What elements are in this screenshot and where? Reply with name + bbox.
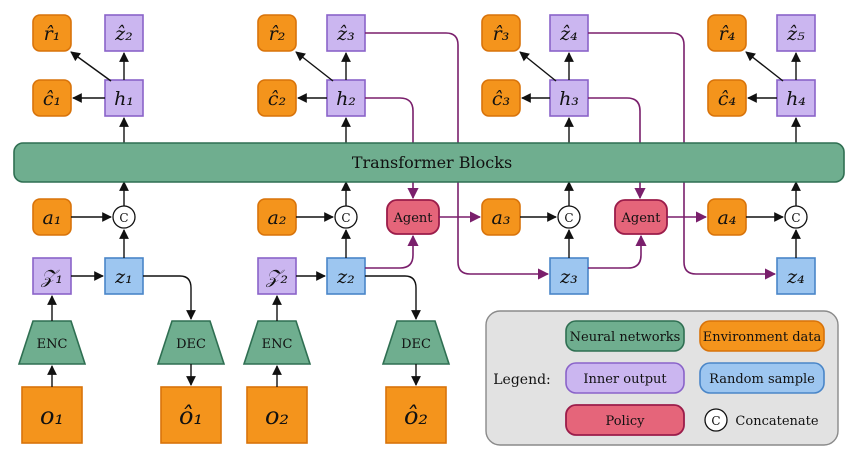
hidden-1-label: h₁ <box>114 88 134 110</box>
continue-pred-4 <box>707 79 747 117</box>
step-1: r̂₁ ẑ₂ ĉ₁ h₁ a₁ C 𝒵₁ z₁ ENC DEC o₁ ô₁ <box>17 14 226 444</box>
decoder-2-label: DEC <box>401 337 431 352</box>
latent-pred-4 <box>549 14 589 52</box>
reward-pred-4-label: r̂₄ <box>719 23 736 45</box>
observation-2 <box>246 386 308 444</box>
encoder-2-label: ENC <box>262 337 293 352</box>
hidden-4-label: h₄ <box>786 88 806 110</box>
legend-policy-label: Policy <box>606 414 646 429</box>
reward-pred-3 <box>481 14 521 52</box>
latent-pred-2-label: ẑ₂ <box>114 23 133 45</box>
latent-pred-5-label: ẑ₅ <box>786 23 805 45</box>
reward-pred-4 <box>707 14 747 52</box>
legend-inner-label: Inner output <box>583 372 667 387</box>
distribution-2-label: 𝒵₂ <box>265 266 288 288</box>
hidden-3-label: h₃ <box>559 88 579 110</box>
distribution-1-label: 𝒵₁ <box>40 266 63 288</box>
latent-pred-3 <box>326 14 366 52</box>
reconstruction-1-label: ô₁ <box>179 402 203 430</box>
reconstruction-2 <box>385 386 447 444</box>
legend-concat-label: Concatenate <box>735 414 818 429</box>
observation-2-label: o₂ <box>265 402 289 430</box>
step-4: r̂₄ ẑ₅ ĉ₄ h₄ a₄ C z₄ <box>707 14 816 295</box>
latent-1-label: z₁ <box>114 266 133 288</box>
legend-random-label: Random sample <box>709 372 815 387</box>
latent-pred-4-label: ẑ₄ <box>559 23 578 45</box>
continue-pred-2 <box>257 79 297 117</box>
transformer-label: Transformer Blocks <box>352 153 512 172</box>
legend-random-swatch <box>699 362 825 394</box>
step-2: r̂₂ ẑ₃ ĉ₂ h₂ a₂ C 𝒵₂ z₂ ENC DEC o₂ ô₂ <box>242 14 451 444</box>
action-1-label: a₁ <box>43 207 62 229</box>
reward-pred-3-label: r̂₃ <box>493 23 510 45</box>
decoder-1-label: DEC <box>176 337 206 352</box>
concat-node-4-label: C <box>791 211 800 225</box>
reward-pred-1 <box>32 14 72 52</box>
legend: Legend: Neural networks Environment data… <box>485 310 839 446</box>
legend-title: Legend: <box>493 372 551 388</box>
reward-pred-2-label: r̂₂ <box>269 23 286 45</box>
continue-pred-4-label: ĉ₄ <box>718 88 736 110</box>
encoder-1 <box>17 320 87 365</box>
concat-node-2-label: C <box>341 211 350 225</box>
latent-pred-5 <box>776 14 816 52</box>
latent-2-label: z₂ <box>336 266 355 288</box>
reward-pred-2 <box>257 14 297 52</box>
reconstruction-1 <box>160 386 222 444</box>
concat-node-3-label: C <box>564 211 573 225</box>
continue-pred-2-label: ĉ₂ <box>268 88 286 110</box>
legend-concat-symbol: C <box>711 414 720 428</box>
action-4-label: a₄ <box>718 207 737 229</box>
hidden-2-label: h₂ <box>336 88 356 110</box>
agents: Agent Agent <box>365 199 708 269</box>
distribution-2 <box>257 257 297 295</box>
observation-1-label: o₁ <box>40 402 64 430</box>
legend-policy-swatch <box>565 404 685 436</box>
transformer-blocks <box>13 142 845 183</box>
legend-inner-swatch <box>565 362 685 394</box>
reward-pred-1-label: r̂₁ <box>44 23 61 45</box>
legend-env-swatch <box>699 320 825 352</box>
decoder-1 <box>156 320 226 365</box>
action-2-label: a₂ <box>268 207 287 229</box>
step-3: r̂₃ ẑ₄ ĉ₃ h₃ a₃ C z₃ <box>481 14 589 295</box>
legend-neural-swatch <box>565 320 685 352</box>
latent-pred-3-label: ẑ₃ <box>336 23 355 45</box>
legend-neural-label: Neural networks <box>570 330 681 345</box>
continue-pred-1 <box>32 79 72 117</box>
continue-pred-1-label: ĉ₁ <box>43 88 61 110</box>
observation-1 <box>21 386 83 444</box>
continue-pred-3 <box>481 79 521 117</box>
decoder-2 <box>381 320 451 365</box>
encoder-1-label: ENC <box>37 337 68 352</box>
encoder-2 <box>242 320 312 365</box>
legend-env-label: Environment data <box>703 330 822 345</box>
legend-concat-node <box>704 408 728 432</box>
concat-node-1-label: C <box>119 211 128 225</box>
agent-2-label: Agent <box>621 211 662 226</box>
latent-3-label: z₃ <box>559 266 578 288</box>
action-3-label: a₃ <box>492 207 511 229</box>
latent-4-label: z₄ <box>786 266 805 288</box>
reconstruction-2-label: ô₂ <box>404 402 428 430</box>
latent-pred-2 <box>104 14 144 52</box>
continue-pred-3-label: ĉ₃ <box>492 88 510 110</box>
agent-1-label: Agent <box>393 211 434 226</box>
distribution-1 <box>32 257 72 295</box>
